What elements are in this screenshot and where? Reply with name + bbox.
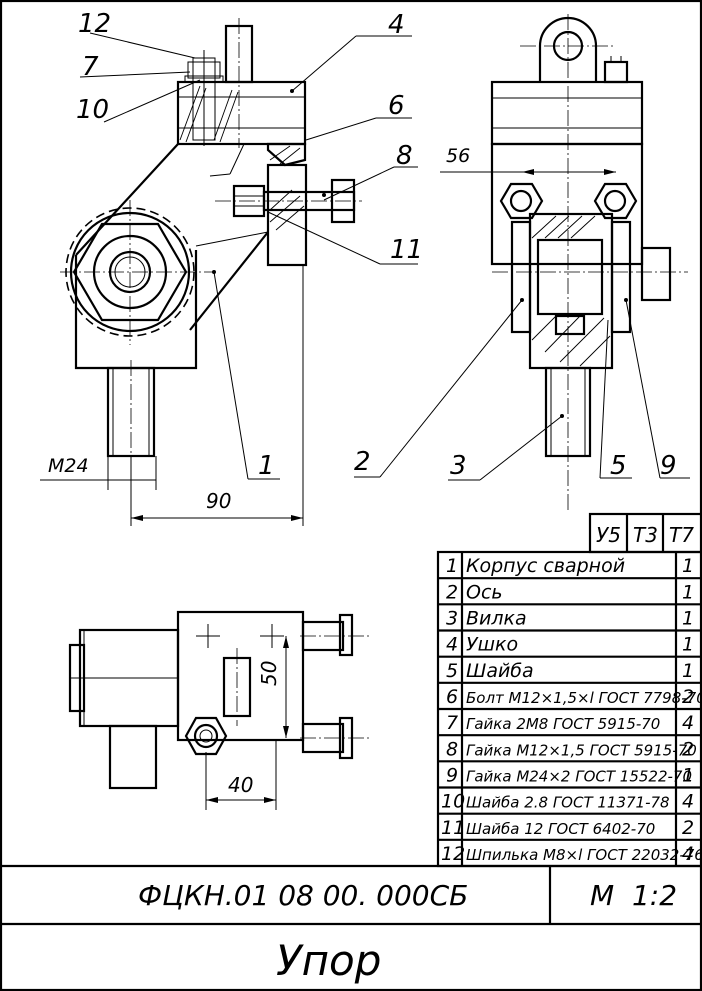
part-name: Гайка 2М8 ГОСТ 5915-70 [466, 715, 660, 733]
part-position: 2 [446, 581, 458, 603]
leader-1: 1 [258, 451, 275, 481]
part-name: Ось [466, 581, 503, 603]
part-quantity: 1 [682, 634, 694, 656]
leader-7: 7 [82, 52, 99, 82]
drawing-scale: М 1:2 [590, 879, 677, 912]
part-position: 4 [446, 634, 458, 656]
dim-height: 50 [257, 661, 281, 686]
part-position: 3 [446, 608, 458, 630]
part-quantity: 1 [682, 608, 694, 630]
stamp-u5: У5 [596, 523, 621, 547]
part-name: Болт М12×1,5×l ГОСТ 7798-70 [466, 689, 702, 707]
part-name: Ушко [466, 634, 518, 656]
part-name: Гайка М24×2 ГОСТ 15522-70 [466, 768, 692, 786]
part-position: 11 [441, 817, 465, 839]
parts-list-row: 4 Ушко 1 [446, 634, 694, 656]
leader-9: 9 [660, 451, 677, 481]
side-view: 56 [354, 14, 690, 510]
part-position: 9 [446, 765, 458, 787]
part-position: 1 [446, 555, 458, 577]
part-name: Корпус сварной [466, 555, 625, 577]
stamp-t7: Т7 [669, 523, 694, 547]
parts-list-row: 5 Шайба 1 [446, 660, 694, 682]
part-quantity: 1 [682, 581, 694, 603]
stamp-t3: Т3 [633, 523, 658, 547]
part-quantity: 4 [682, 791, 694, 813]
leader-10: 10 [76, 95, 109, 125]
dim-width-40: 40 [228, 773, 253, 797]
parts-list-row: 7 Гайка 2М8 ГОСТ 5915-70 4 [446, 712, 694, 734]
part-position: 7 [446, 712, 458, 734]
part-position: 6 [446, 686, 458, 708]
part-quantity: 4 [682, 843, 694, 865]
part-quantity: 2 [682, 817, 694, 839]
part-position: 12 [441, 843, 465, 865]
part-name: Вилка [466, 608, 527, 630]
dim-span: 56 [446, 145, 470, 167]
part-position: 5 [446, 660, 458, 682]
parts-list-row: 1 Корпус сварной 1 [446, 555, 694, 577]
title-block: ФЦКН.01 08 00. 000СБ М 1:2 Упор [1, 864, 701, 985]
leader-11: 11 [390, 235, 423, 265]
part-quantity: 4 [682, 712, 694, 734]
parts-list-row: 6 Болт М12×1,5×l ГОСТ 7798-702 [446, 686, 702, 708]
leader-2: 2 [354, 447, 371, 477]
parts-list-row: 2 Ось 1 [446, 581, 694, 603]
part-quantity: 1 [682, 765, 694, 787]
side-shank [544, 366, 592, 458]
drawing-title: Упор [276, 936, 381, 985]
leader-12: 12 [78, 9, 111, 39]
part-quantity: 2 [682, 686, 694, 708]
drawing-designation: ФЦКН.01 08 00. 000СБ [138, 879, 468, 912]
leader-5: 5 [610, 451, 627, 481]
leader-4: 4 [388, 10, 405, 40]
part-name: Гайка М12×1,5 ГОСТ 5915-70 [466, 741, 697, 759]
leader-8: 8 [396, 141, 413, 171]
part-position: 10 [441, 791, 465, 813]
part-quantity: 1 [682, 660, 694, 682]
vertical-plate [266, 163, 308, 267]
leader-6: 6 [388, 91, 405, 121]
parts-list-row: 3 Вилка 1 [446, 608, 694, 630]
leader-3: 3 [450, 451, 467, 481]
side-top-block [490, 80, 644, 146]
part-name: Шайба 2.8 ГОСТ 11371-78 [466, 794, 670, 812]
axis-nut-assembly [528, 212, 614, 370]
top-main-block [176, 610, 305, 742]
parts-list-row: 8 Гайка М12×1,5 ГОСТ 5915-702 [446, 738, 697, 760]
parts-list-row: 9 Гайка М24×2 ГОСТ 15522-701 [446, 765, 694, 787]
top-view: 50 40 [68, 610, 370, 810]
dim-width: 90 [206, 489, 231, 513]
part-name: Шайба [466, 660, 534, 682]
part-position: 8 [446, 738, 458, 760]
front-view: 12 7 10 4 6 8 11 1 M24 90 [40, 9, 423, 526]
part-name: Шпилька М8×l ГОСТ 22032-76 [466, 846, 702, 864]
part-quantity: 2 [682, 738, 694, 760]
part-name: Шайба 12 ГОСТ 6402-70 [466, 820, 655, 838]
dim-thread: M24 [48, 455, 89, 477]
part-quantity: 1 [682, 555, 694, 577]
